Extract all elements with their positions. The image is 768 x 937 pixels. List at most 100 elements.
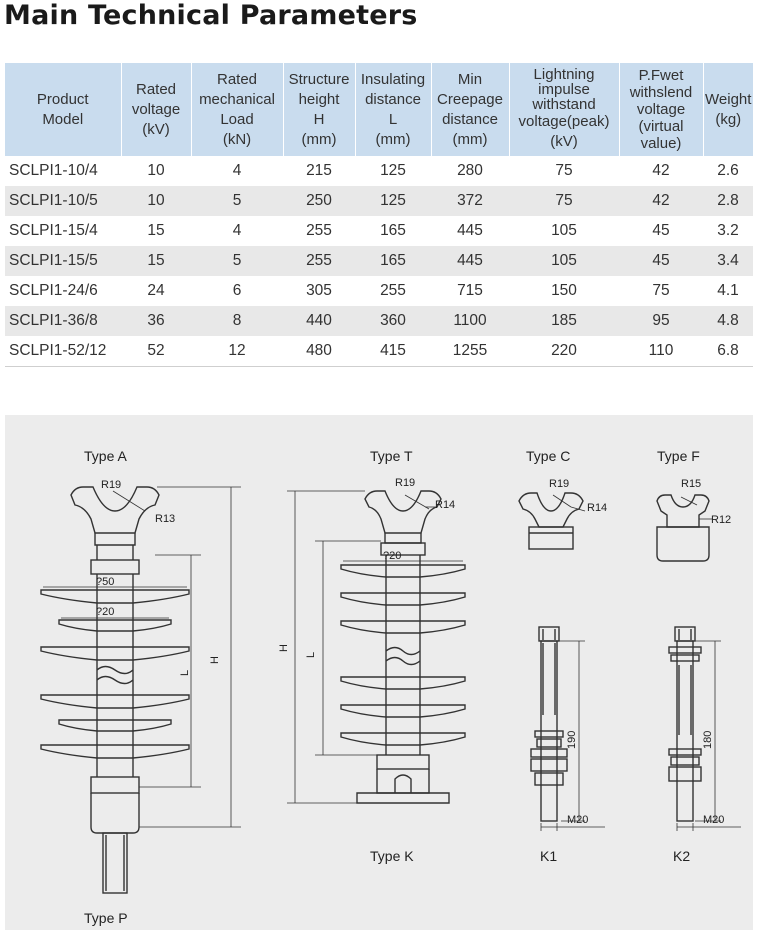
label-type-p: Type P: [84, 910, 128, 926]
dim-f-r15: R15: [681, 478, 701, 490]
dim-c-r14: R14: [587, 502, 607, 514]
table-cell: 42: [652, 162, 670, 179]
table-cell: 75: [555, 162, 573, 179]
table-cell: 10: [121, 186, 191, 216]
dim-k1-thread: M20: [567, 814, 588, 826]
table-cell: 445: [431, 246, 509, 276]
table-cell: 255: [283, 246, 355, 276]
cell-product-model: SCLPI1-24/6: [9, 282, 98, 299]
dim-c-r19: R19: [549, 478, 569, 490]
cell-product-model: SCLPI1-15/4: [9, 222, 98, 239]
table-cell: 185: [509, 306, 619, 336]
table-cell: 36: [121, 306, 191, 336]
type-c-insulator: [518, 492, 586, 550]
table-cell: 1100: [431, 306, 509, 336]
label-type-f: Type F: [657, 448, 700, 464]
table-cell: 12: [191, 336, 283, 367]
table-cell: 5: [191, 246, 283, 276]
table-row: SCLPI1-24/6 24 6 305 255 715 150 75 4.1: [5, 276, 753, 306]
table-cell: 75: [652, 282, 670, 299]
label-k2: K2: [673, 848, 690, 864]
table-cell: 105: [551, 222, 577, 239]
label-type-c: Type C: [526, 448, 570, 464]
table-cell: 2.6: [717, 162, 739, 179]
label-type-k: Type K: [370, 848, 414, 864]
label-type-t: Type T: [370, 448, 413, 464]
table-cell: 150: [551, 282, 577, 299]
table-cell: 415: [355, 336, 431, 367]
dim-t-l: L: [305, 652, 317, 658]
table-cell: 95: [619, 306, 703, 336]
cell-product-model: SCLPI1-10/5: [5, 186, 121, 216]
label-k1: K1: [540, 848, 557, 864]
dim-a-r13: R13: [155, 513, 175, 525]
cell-product-model: SCLPI1-52/12: [5, 336, 121, 367]
table-cell: 715: [457, 282, 483, 299]
table-cell: 3.2: [717, 222, 739, 239]
table-cell: 4.8: [703, 306, 753, 336]
table-cell: 15: [147, 222, 165, 239]
table-cell: 52: [121, 336, 191, 367]
table-cell: 3.4: [703, 246, 753, 276]
table-cell: 5: [191, 186, 283, 216]
table-cell: 6: [232, 282, 242, 299]
cell-product-model: SCLPI1-15/5: [5, 246, 121, 276]
table-cell: 125: [355, 186, 431, 216]
table-cell: 45: [619, 246, 703, 276]
dim-t-r14: R14: [435, 499, 455, 511]
table-cell: 480: [283, 336, 355, 367]
table-cell: 1255: [431, 336, 509, 367]
table-cell: 255: [380, 282, 406, 299]
dim-a-r19: R19: [101, 479, 121, 491]
dim-k2-length: 180: [702, 731, 714, 749]
table-cell: 15: [121, 246, 191, 276]
k1-bolt: [530, 626, 605, 831]
table-cell: 305: [306, 282, 332, 299]
label-type-a: Type A: [84, 448, 127, 464]
dim-a-d50: ?50: [96, 576, 114, 588]
type-f-insulator: [656, 494, 713, 562]
table-cell: 445: [457, 222, 483, 239]
table-cell: 250: [283, 186, 355, 216]
table-cell: 45: [652, 222, 670, 239]
table-cell: 4: [232, 162, 242, 179]
table-cell: 220: [509, 336, 619, 367]
table-cell: 4: [232, 222, 242, 239]
table-cell: 110: [619, 336, 703, 367]
type-t-insulator: [287, 490, 466, 804]
technical-drawing: Type A Type T Type C Type F Type K Type …: [40, 448, 741, 926]
table-cell: 6.8: [703, 336, 753, 367]
dim-a-d20: ?20: [96, 606, 114, 618]
cell-product-model: SCLPI1-10/4: [9, 162, 98, 179]
table-cell: 372: [431, 186, 509, 216]
dim-a-l: L: [179, 670, 191, 676]
table-cell: 440: [283, 306, 355, 336]
table-cell: 42: [619, 186, 703, 216]
table-cell: 165: [380, 222, 406, 239]
dim-t-d20: ?20: [383, 550, 401, 562]
table-cell: 105: [509, 246, 619, 276]
table-cell: 215: [306, 162, 332, 179]
table-cell: 360: [355, 306, 431, 336]
insulator-diagrams: Type A Type T Type C Type F Type K Type …: [5, 415, 753, 930]
type-a-insulator: [40, 486, 241, 894]
header-weight: Weight(kg): [702, 63, 753, 156]
page-title: Main Technical Parameters: [4, 0, 418, 31]
table-cell: 24: [147, 282, 165, 299]
table-cell: 4.1: [717, 282, 739, 299]
table-cell: 10: [147, 162, 165, 179]
dim-a-h: H: [209, 656, 221, 664]
table-cell: 165: [355, 246, 431, 276]
dim-t-h: H: [278, 644, 290, 652]
